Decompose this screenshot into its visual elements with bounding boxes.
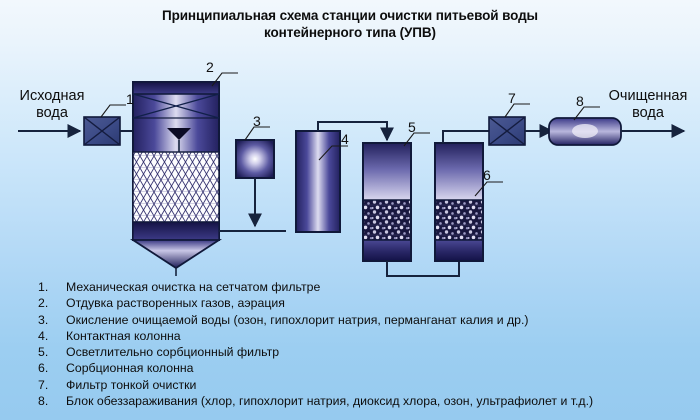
inlet-label: Исходная вода: [4, 88, 100, 122]
legend-number-4: 4.: [38, 328, 49, 343]
legend-number-7: 7.: [38, 377, 49, 392]
page-title: Принципиальная схема станции очистки пит…: [0, 7, 700, 41]
legend-text-6: Сорбционная колонна: [66, 361, 194, 376]
legend-number-8: 8.: [38, 394, 49, 409]
callout-leader-4: [318, 145, 348, 161]
legend-text-8: Блок обеззараживания (хлор, гипохлорит н…: [66, 394, 594, 409]
title-line-1: Принципиальная схема станции очистки пит…: [161, 8, 538, 23]
legend-item-8: 8. Блок обеззараживания (хлор, гипохлори…: [0, 394, 700, 410]
callout-leader-3: [244, 126, 270, 141]
callout-leader-1: [100, 104, 126, 118]
equipment-strainer-1[interactable]: [83, 116, 121, 146]
legend-item-5: 5. Осветлительно сорбционный фильтр: [0, 345, 700, 361]
outlet-label-line1: Очищенная: [608, 88, 688, 104]
equipment-aeration-column-2[interactable]: [129, 81, 223, 276]
callout-leader-8: [573, 106, 600, 121]
pipe-column6-to-filter7: [442, 130, 489, 143]
callout-number-6: 6: [483, 167, 491, 183]
outlet-label: Очищенная вода: [600, 88, 696, 122]
callout-leader-2: [211, 72, 238, 87]
callout-leader-7: [504, 103, 530, 118]
callout-number-4: 4: [341, 131, 349, 147]
legend-text-3: Окисление очищаемой воды (озон, гипохлор…: [66, 312, 529, 327]
inlet-label-line2: вода: [36, 105, 68, 121]
callout-number-2: 2: [206, 59, 214, 75]
equipment-oxidant-dosing-3[interactable]: [235, 139, 275, 179]
callout-number-8: 8: [576, 93, 584, 109]
legend-item-1: 1. Механическая очистка на сетчатом филь…: [0, 280, 700, 296]
legend-item-7: 7. Фильтр тонкой очистки: [0, 378, 700, 394]
legend-item-3: 3. Окисление очищаемой воды (озон, гипох…: [0, 313, 700, 329]
equipment-clarifier-filter-5[interactable]: [362, 142, 412, 262]
callout-number-5: 5: [408, 119, 416, 135]
equipment-sorption-column-6[interactable]: [434, 142, 484, 262]
callout-number-1: 1: [126, 91, 134, 107]
callout-leader-5: [403, 132, 430, 147]
inlet-label-line1: Исходная: [19, 88, 85, 104]
legend-list: 1. Механическая очистка на сетчатом филь…: [0, 280, 700, 410]
legend-number-3: 3.: [38, 312, 49, 327]
legend-number-2: 2.: [38, 296, 49, 311]
outlet-label-line2: вода: [632, 105, 664, 121]
callout-number-3: 3: [253, 113, 261, 129]
callout-number-7: 7: [508, 90, 516, 106]
pipe-filter5-to-column6: [386, 261, 460, 277]
equipment-contact-column-4[interactable]: [295, 130, 341, 233]
legend-text-7: Фильтр тонкой очистки: [66, 377, 197, 392]
legend-number-6: 6.: [38, 361, 49, 376]
legend-item-6: 6. Сорбционная колонна: [0, 361, 700, 377]
legend-item-2: 2. Отдувка растворенных газов, аэрация: [0, 296, 700, 312]
legend-text-4: Контактная колонна: [66, 328, 181, 343]
legend-number-1: 1.: [38, 280, 49, 294]
callout-leader-6: [474, 181, 503, 197]
legend-number-5: 5.: [38, 345, 49, 360]
legend-item-4: 4. Контактная колонна: [0, 329, 700, 345]
equipment-fine-filter-7[interactable]: [488, 116, 526, 146]
pipe-contact-to-filter5: [317, 121, 394, 142]
equipment-disinfection-8[interactable]: [548, 117, 622, 146]
legend-text-1: Механическая очистка на сетчатом фильтре: [66, 280, 321, 294]
legend-text-5: Осветлительно сорбционный фильтр: [66, 345, 280, 360]
title-line-2: контейнерного типа (УПВ): [264, 25, 436, 40]
legend-text-2: Отдувка растворенных газов, аэрация: [66, 296, 285, 311]
